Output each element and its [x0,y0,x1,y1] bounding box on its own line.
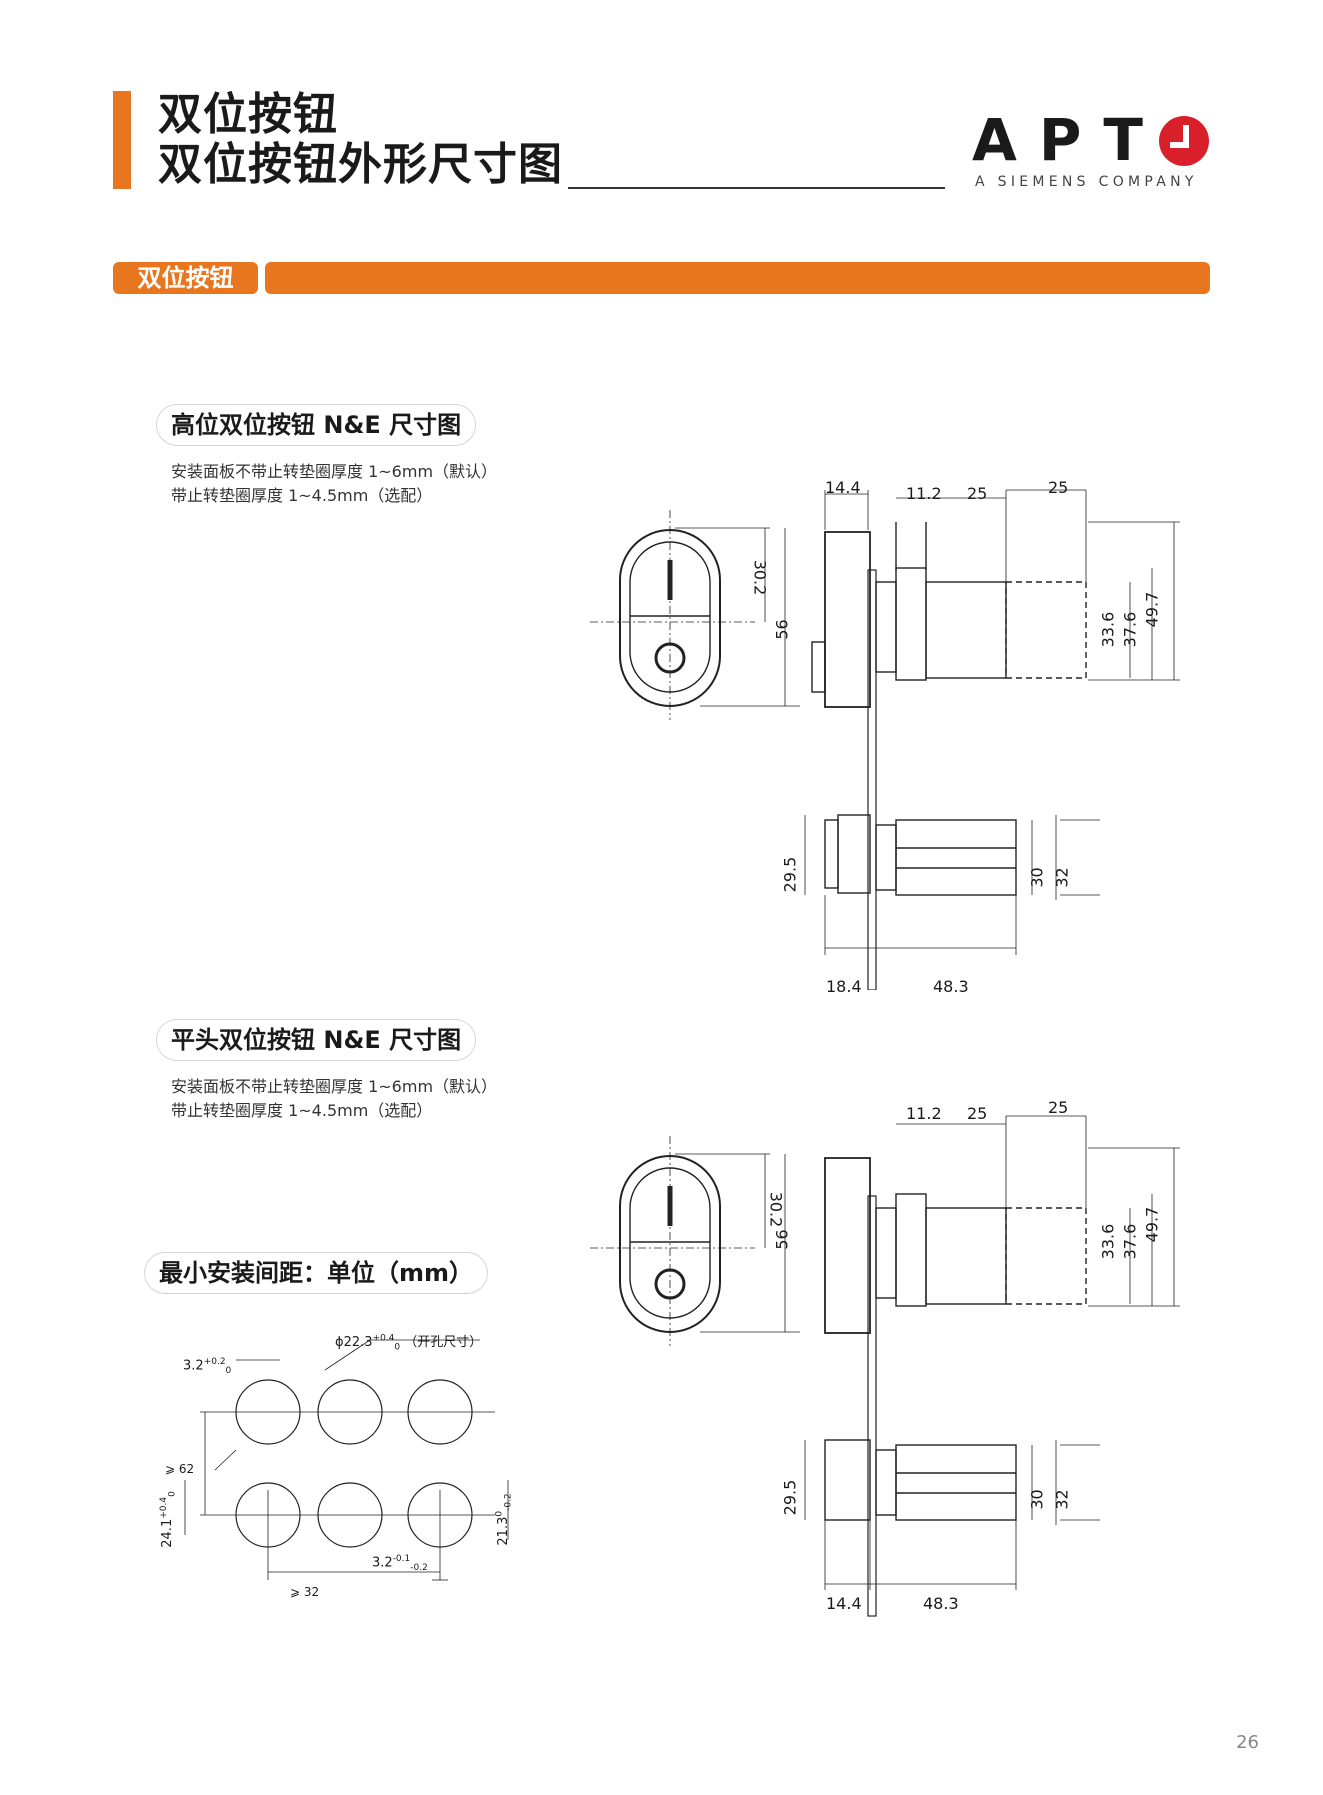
dim-30: 30 [1027,867,1047,888]
dim-11-2: 11.2 [906,1104,942,1123]
dim-3-2-top: 3.2+0.20 [183,1357,232,1376]
brand-logo-text: APT [972,106,1165,174]
dim-21-3: 21.30-0.2 [494,1493,514,1546]
title-accent-bar [113,91,131,189]
dim-56: 56 [772,619,792,640]
dim-14-4: 14.4 [826,1594,862,1613]
section-tab: 双位按钮 [113,262,258,294]
front-view-button [590,510,800,720]
dim-14-4: 14.4 [825,478,861,497]
section-bar [265,262,1210,294]
page-number: 26 [1236,1732,1259,1753]
dim-29-5: 29.5 [780,1479,800,1516]
dim-30: 30 [1027,1489,1047,1510]
dim-25b: 25 [1048,478,1069,497]
dim-48-3: 48.3 [923,1594,959,1613]
dim-33-6: 33.6 [1098,611,1118,648]
dim-30-2: 30.2 [750,559,770,596]
dim-33-6: 33.6 [1098,1223,1118,1260]
dim-25a: 25 [967,1104,988,1123]
dim-spacing-vertical: ⩾ 62 [165,1462,195,1476]
side-view-button [811,522,1087,990]
page-title-line1: 双位按钮 [158,89,338,140]
mounting-hole-grid [184,1339,509,1581]
dim-3-2-bottom: 3.2-0.1-0.2 [372,1554,428,1573]
side-view-button [824,1157,1087,1617]
front-view-button [590,1136,800,1346]
dim-49-7: 49.7 [1142,591,1162,628]
hole-diameter-label: ϕ22.3+0.40 （开孔尺寸） [335,1333,483,1353]
block2-heading: 平头双位按钮 N&E 尺寸图 [156,1019,477,1061]
dim-37-6: 37.6 [1120,611,1140,648]
dim-spacing-horizontal: ⩾ 32 [290,1585,320,1599]
dim-32: 32 [1052,867,1072,888]
dim-37-6: 37.6 [1120,1223,1140,1260]
block3-drawing [184,1339,509,1581]
dim-32: 32 [1052,1489,1072,1510]
dim-29-5: 29.5 [780,856,800,893]
brand-logo-subtitle: A SIEMENS COMPANY [975,174,1198,190]
title-underline [568,187,945,189]
dim-18-4: 18.4 [826,977,862,996]
block1-heading: 高位双位按钮 N&E 尺寸图 [156,404,477,446]
dim-24-1: 24.1+0.40 [158,1491,178,1548]
bottom-view-button [824,814,1017,955]
block2-note-line1: 安装面板不带止转垫圈厚度 1~6mm（默认） [171,1077,498,1096]
block3-heading: 最小安装间距：单位（mm） [144,1252,489,1294]
dim-30-2: 30.2 [766,1191,786,1228]
block2-note-line2: 带止转垫圈厚度 1~4.5mm（选配） [171,1101,433,1120]
dim-48-3: 48.3 [933,977,969,996]
bottom-view-button [824,1439,1017,1590]
page-title-line2: 双位按钮外形尺寸图 [158,139,563,190]
dim-56: 56 [772,1229,792,1250]
block1-note-line1: 安装面板不带止转垫圈厚度 1~6mm（默认） [171,462,498,481]
block1-drawing [590,489,1180,990]
dim-49-7: 49.7 [1142,1206,1162,1243]
dim-11-2: 11.2 [906,484,942,503]
dim-25b: 25 [1048,1098,1069,1117]
block2-drawing [590,1115,1180,1617]
dim-25a: 25 [967,484,988,503]
brand-logo-icon [1159,116,1209,166]
block1-note-line2: 带止转垫圈厚度 1~4.5mm（选配） [171,486,433,505]
